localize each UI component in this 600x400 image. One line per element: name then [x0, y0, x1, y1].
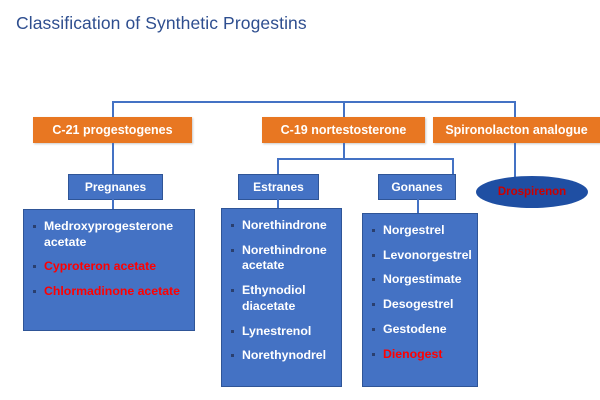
list-item: Norethindrone acetate — [230, 243, 335, 274]
connector-top-horizontal — [112, 101, 515, 103]
connector-to-gonanes — [452, 158, 454, 175]
list-item: Norethynodrel — [230, 348, 335, 364]
connector-to-c19 — [343, 101, 345, 117]
list-item: Desogestrel — [371, 297, 471, 313]
list-item: Ethynodiol diacetate — [230, 283, 335, 314]
category-label: C-21 progestogenes — [52, 123, 173, 137]
list-item: Dienogest — [371, 347, 471, 363]
connector-c19-split — [277, 158, 454, 160]
connector-gonanes-to-list — [417, 198, 419, 214]
list-item: Levonorgestrel — [371, 248, 472, 264]
subgroup-box-pregnanes[interactable]: Pregnanes — [68, 174, 163, 200]
connector-c21-to-pregnanes — [112, 143, 114, 175]
list-item: Lynestrenol — [230, 324, 335, 340]
category-label: C-19 nortestosterone — [280, 123, 407, 137]
category-label: Spironolacton analogue — [445, 123, 588, 137]
subgroup-label: Estranes — [253, 180, 304, 194]
list-item: Norgestimate — [371, 272, 471, 288]
subgroup-label: Gonanes — [391, 180, 443, 194]
page-title: Classification of Synthetic Progestins — [16, 13, 307, 33]
category-box-c19[interactable]: C-19 nortestosterone — [262, 117, 425, 143]
list-item: Norethindrone — [230, 218, 335, 234]
drug-list-gonanes: Norgestrel Levonorgestrel Norgestimate D… — [362, 213, 478, 387]
connector-to-estranes — [277, 158, 279, 175]
connector-to-c21 — [112, 101, 114, 117]
category-box-c21[interactable]: C-21 progestogenes — [33, 117, 192, 143]
drug-list: Norgestrel Levonorgestrel Norgestimate D… — [371, 223, 472, 363]
drug-list: Medroxyprogesterone acetate Cyproteron a… — [32, 219, 188, 300]
subgroup-box-estranes[interactable]: Estranes — [238, 174, 319, 200]
connector-to-spironolacton — [514, 101, 516, 117]
list-item: Chlormadinone acetate — [32, 284, 188, 300]
connector-pregnanes-to-list — [112, 198, 114, 210]
subgroup-label: Pregnanes — [84, 180, 147, 194]
connector-spironolacton-to-drospirenon — [514, 143, 516, 178]
list-item: Gestodene — [371, 322, 471, 338]
drug-list-estranes: Norethindrone Norethindrone acetate Ethy… — [221, 208, 342, 387]
drug-list: Norethindrone Norethindrone acetate Ethy… — [230, 218, 335, 364]
list-item: Cyproteron acetate — [32, 259, 188, 275]
subgroup-box-gonanes[interactable]: Gonanes — [378, 174, 456, 200]
ellipse-label: Drospirenon — [497, 186, 567, 198]
drospirenon-ellipse[interactable]: Drospirenon — [476, 176, 588, 208]
category-box-spironolacton[interactable]: Spironolacton analogue — [433, 117, 600, 143]
connector-estranes-to-list — [277, 198, 279, 209]
list-item: Norgestrel — [371, 223, 471, 239]
list-item: Medroxyprogesterone acetate — [32, 219, 188, 250]
drug-list-pregnanes: Medroxyprogesterone acetate Cyproteron a… — [23, 209, 195, 331]
connector-c19-down — [343, 143, 345, 159]
